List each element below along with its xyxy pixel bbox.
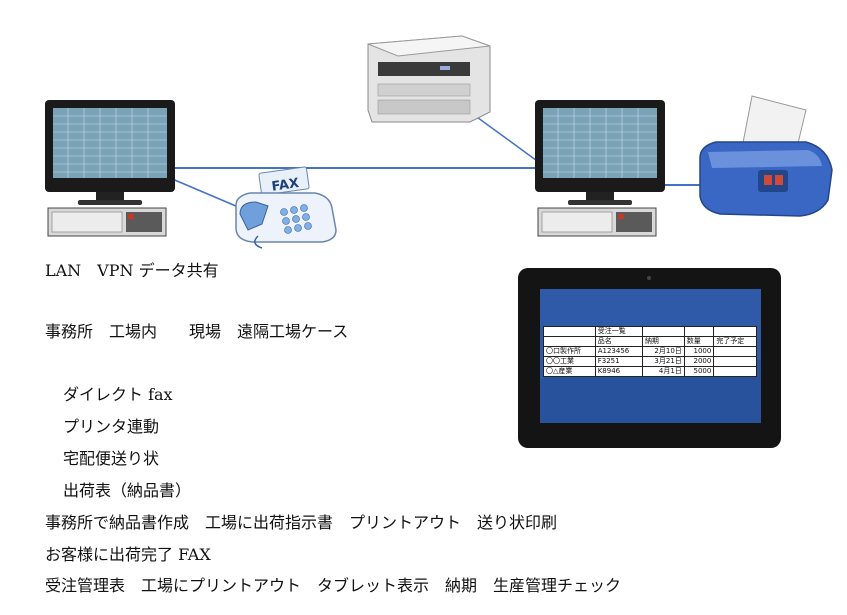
delivery-note-workflow-text: 事務所で納品書作成 工場に出荷指示書 プリントアウト 送り状印刷 [45, 513, 558, 532]
dot-matrix-printer-icon [699, 95, 833, 217]
factory-computer-icon [535, 100, 665, 237]
table-row: 〇口製作所 A123456 2月10日 1000 [543, 346, 757, 357]
office-computer-icon [45, 100, 175, 237]
fax-label: FAX [271, 176, 300, 195]
printer-link-text: プリンタ連動 [63, 417, 160, 436]
direct-fax-text: ダイレクト fax [63, 385, 173, 404]
order-management-text: 受注管理表 工場にプリントアウト タブレット表示 納期 生産管理チェック [45, 576, 622, 595]
shipping-slip-text: 出荷表（納品書） [63, 481, 192, 500]
table-header-row: 品名 納期 数量 完了予定 [543, 336, 757, 347]
table-row: 〇△産業 K8946 4月1日 5000 [543, 366, 757, 377]
fax-machine-icon: FAX [235, 166, 337, 249]
fax-completion-text: お客様に出荷完了 FAX [45, 545, 211, 564]
lan-vpn-text: LAN VPN データ共有 [45, 261, 219, 280]
location-cases-text: 事務所 工場内 現場 遠隔工場ケース [45, 322, 349, 341]
laser-printer-icon [367, 35, 491, 123]
shipping-label-text: 宅配便送り状 [63, 449, 160, 468]
order-list-table: 受注一覧 品名 納期 数量 完了予定 〇口製作所 A123456 2月10日 1… [543, 326, 757, 377]
table-row: 〇〇工業 F3251 3月21日 2000 [543, 356, 757, 367]
table-title: 受注一覧 [594, 326, 643, 337]
